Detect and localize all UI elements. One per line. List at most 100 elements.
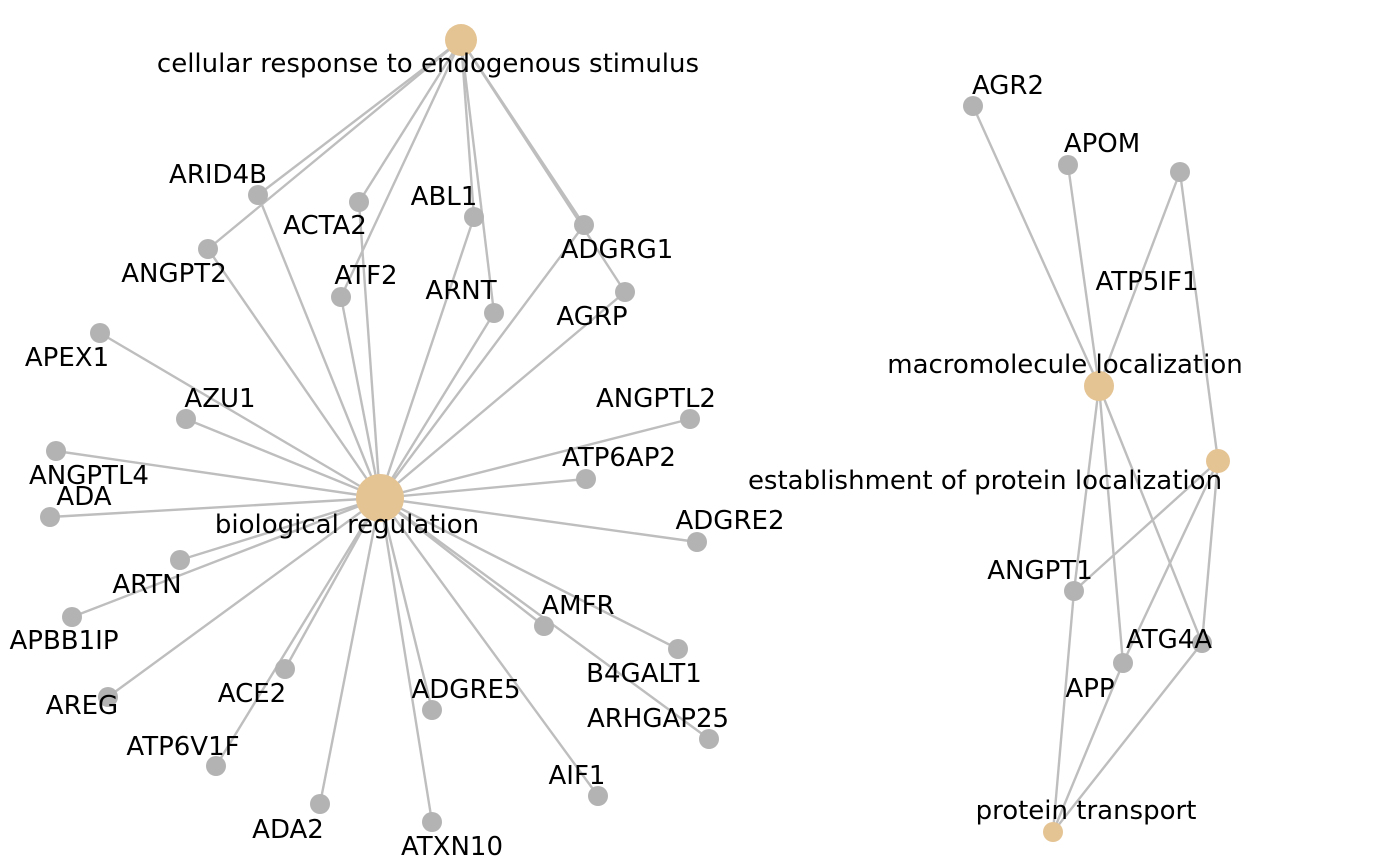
edge-t_macro-AGR2 — [971, 105, 1101, 387]
gene-node-apom — [1058, 155, 1078, 175]
gene-node-artn — [170, 550, 190, 570]
edge-t_estab-ATP5IF1 — [1178, 171, 1220, 462]
gene-label-aif1: AIF1 — [549, 761, 606, 791]
gene-label-arhgap25: ARHGAP25 — [587, 704, 729, 734]
gene-label-adgrg1: ADGRG1 — [561, 235, 674, 265]
edge-t_bioreg-ATP6V1F — [214, 497, 382, 767]
edge-t_bioreg-APEX1 — [99, 331, 381, 500]
gene-label-app: APP — [1065, 674, 1114, 704]
gene-label-atf2: ATF2 — [334, 261, 397, 291]
edge-t_bioreg-ANGPTL4 — [55, 449, 381, 500]
gene-label-ace2: ACE2 — [218, 679, 286, 709]
gene-node-angptl4 — [46, 441, 66, 461]
gene-label-azu1: AZU1 — [184, 384, 255, 414]
edge-t_bioreg-ADGRG1 — [379, 224, 585, 499]
edge-t_bioreg-ADA2 — [318, 497, 382, 805]
term-label-t-macro: macromolecule localization — [887, 350, 1242, 380]
gene-label-agr2: AGR2 — [972, 71, 1044, 101]
gene-label-arid4b: ARID4B — [169, 160, 267, 190]
gene-label-angpt2: ANGPT2 — [121, 259, 227, 289]
edge-t_bioreg-ATXN10 — [378, 497, 434, 823]
edge-t_cellular-AGRP — [459, 39, 627, 293]
edge-t_cellular-ARID4B — [257, 39, 462, 196]
gene-label-artn: ARTN — [112, 570, 181, 600]
gene-label-amfr: AMFR — [541, 591, 614, 621]
edge-t_bioreg-ATP6AP2 — [379, 477, 587, 500]
term-label-t-bioreg: biological regulation — [215, 510, 479, 540]
term-label-t-transport: protein transport — [976, 796, 1197, 826]
gene-label-arnt: ARNT — [425, 276, 496, 306]
gene-label-adgre5: ADGRE5 — [412, 675, 521, 705]
gene-label-apex1: APEX1 — [25, 343, 109, 373]
edge-t_cellular-ARNT — [459, 39, 496, 314]
edge-t_macro-APP — [1097, 385, 1125, 664]
edge-t_bioreg-ARNT — [378, 312, 496, 499]
gene-node-acta2 — [349, 192, 369, 212]
gene-label-atp6ap2: ATP6AP2 — [562, 443, 676, 473]
gene-label-atg4a: ATG4A — [1126, 625, 1212, 655]
gene-label-ada2: ADA2 — [252, 815, 324, 845]
gene-node-adgre5 — [422, 700, 442, 720]
edge-t_bioreg-AZU1 — [185, 417, 381, 500]
gene-node-angptl2 — [680, 409, 700, 429]
edges-layer — [49, 39, 1220, 833]
term-label-t-cellular: cellular response to endogenous stimulus — [157, 49, 699, 79]
gene-node-adgrg1 — [574, 215, 594, 235]
gene-node-adgre2 — [687, 532, 707, 552]
edge-t_bioreg-ARID4B — [256, 194, 382, 499]
edge-t_bioreg-ADGRE5 — [378, 497, 434, 711]
term-node-t-cellular — [445, 24, 477, 56]
gene-node-ace2 — [275, 659, 295, 679]
gene-node-amfr — [534, 616, 554, 636]
gene-node-ada — [40, 507, 60, 527]
gene-node-azu1 — [176, 409, 196, 429]
edge-t_estab-ANGPT1 — [1073, 460, 1219, 592]
gene-label-b4galt1: B4GALT1 — [586, 659, 702, 689]
term-node-t-bioreg — [356, 474, 404, 522]
gene-label-ada: ADA — [56, 482, 111, 512]
gene-node-b4galt1 — [668, 639, 688, 659]
gene-node-agr2 — [963, 96, 983, 116]
gene-node-arhgap25 — [699, 729, 719, 749]
edge-t_bioreg-AGRP — [379, 291, 626, 499]
edge-t_bioreg-ADGRE2 — [379, 496, 698, 544]
edge-t_bioreg-ACE2 — [283, 497, 382, 670]
gene-label-angptl2: ANGPTL2 — [596, 384, 716, 414]
edge-t_macro-APOM — [1066, 164, 1101, 387]
gene-label-atp6v1f: ATP6V1F — [126, 732, 239, 762]
edge-t_transport-ATG4A — [1052, 642, 1203, 833]
edge-t_bioreg-AIF1 — [379, 497, 599, 797]
gene-node-apex1 — [90, 323, 110, 343]
gene-node-ada2 — [310, 794, 330, 814]
gene-node-atf2 — [331, 287, 351, 307]
gene-node-abl1 — [464, 207, 484, 227]
gene-node-arnt — [484, 303, 504, 323]
gene-node-angpt1 — [1064, 581, 1084, 601]
edge-t_cellular-ATF2 — [339, 39, 463, 298]
edge-t_cellular-ANGPT2 — [207, 39, 462, 250]
gene-label-areg: AREG — [46, 691, 118, 721]
gene-node-atp6v1f — [206, 756, 226, 776]
gene-node-atp6ap2 — [576, 469, 596, 489]
gene-label-apom: APOM — [1064, 129, 1140, 159]
edge-t_bioreg-ABL1 — [378, 216, 476, 499]
term-node-t-macro — [1084, 371, 1114, 401]
gene-node-atxn10 — [422, 812, 442, 832]
gene-label-angpt1: ANGPT1 — [987, 556, 1093, 586]
gene-node-aif1 — [588, 786, 608, 806]
edge-t_bioreg-B4GALT1 — [379, 496, 679, 651]
edge-t_cellular-ACTA2 — [357, 39, 463, 203]
edge-t_bioreg-ANGPT2 — [207, 248, 381, 499]
gene-node-atp5if1 — [1170, 162, 1190, 182]
term-node-t-transport — [1043, 822, 1063, 842]
gene-node-arid4b — [248, 185, 268, 205]
edge-t_estab-APP — [1121, 460, 1220, 664]
gene-label-apbb1ip: APBB1IP — [9, 626, 118, 656]
edge-t_bioreg-ADA — [49, 496, 381, 519]
gene-label-abl1: ABL1 — [411, 182, 478, 212]
gene-label-atxn10: ATXN10 — [401, 832, 503, 862]
edge-t_estab-ATG4A — [1200, 460, 1220, 644]
gene-node-atg4a — [1192, 633, 1212, 653]
edge-t_macro-ATG4A — [1097, 385, 1204, 644]
